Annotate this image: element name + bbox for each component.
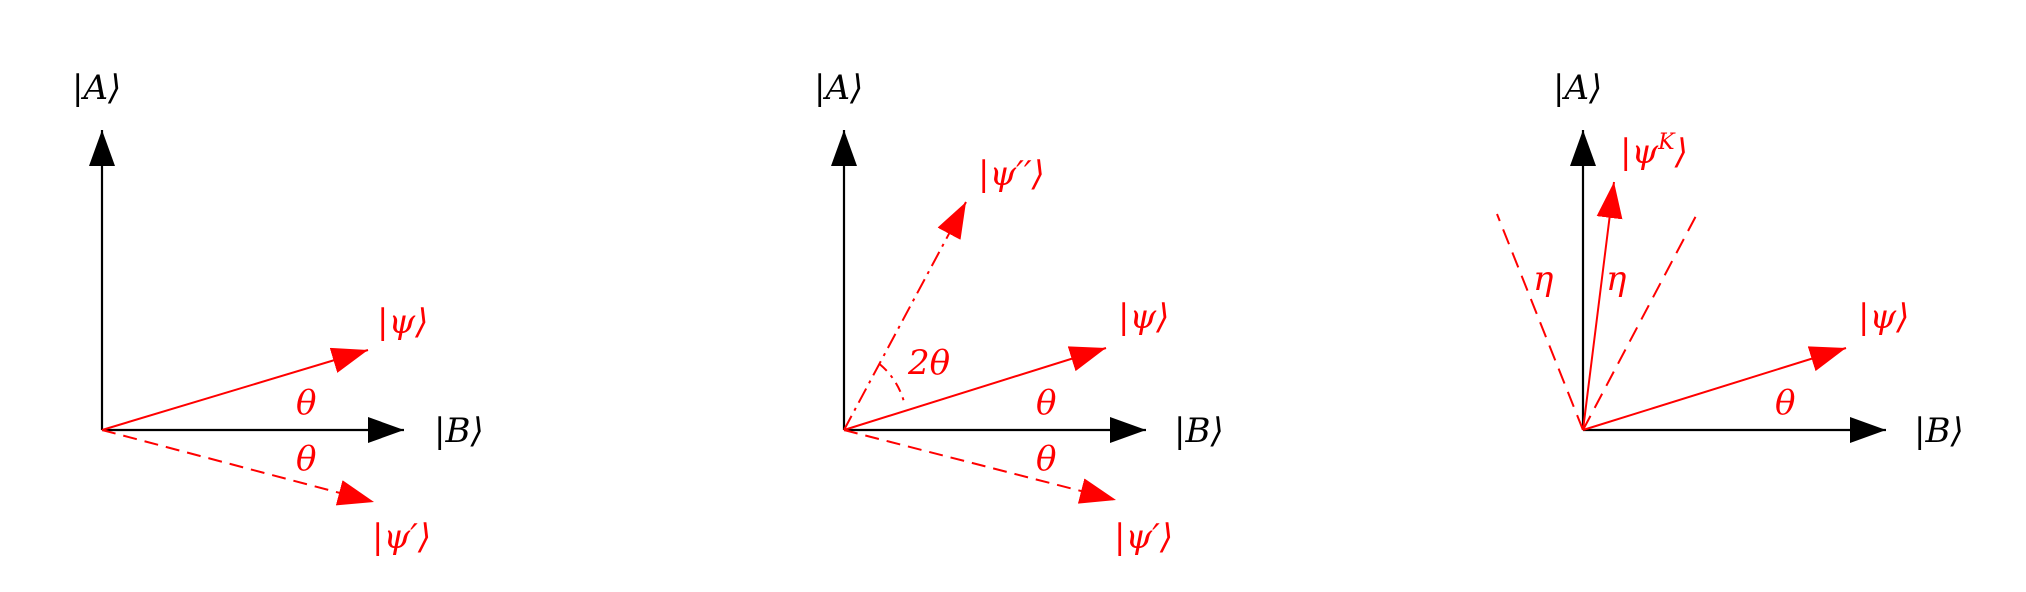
psi-double-prime-vector	[843, 201, 967, 431]
axis-b-label: |B⟩	[1174, 411, 1224, 451]
psi-vector	[843, 346, 1107, 431]
two-theta-label: 2θ	[907, 343, 950, 383]
psi-label: |ψ⟩	[1858, 297, 1909, 337]
psi-label: |ψ⟩	[1118, 297, 1169, 337]
theta-lower-label: θ	[296, 439, 316, 479]
eta-right-boundary	[1582, 213, 1698, 431]
psi-double-prime-label: |ψ′′⟩	[978, 154, 1045, 194]
psi-prime-label: |ψ′⟩	[1114, 517, 1173, 557]
panel-1: |A⟩ |B⟩ |ψ⟩ |ψ′⟩ θ θ	[72, 68, 484, 557]
theta-lower-label: θ	[1036, 439, 1056, 479]
panel-2: |A⟩ |B⟩ |ψ⟩ |ψ′⟩ |ψ′′⟩ 2θ θ θ	[814, 68, 1224, 557]
panel-3: |A⟩ |B⟩ |ψ⟩ |ψK⟩ η η θ	[1496, 68, 1964, 451]
axis-b-label: |B⟩	[434, 411, 484, 451]
axis-a-label: |A⟩	[814, 68, 863, 108]
psi-label: |ψ⟩	[377, 302, 428, 342]
psi-prime-vector	[101, 429, 375, 506]
theta-upper-label: θ	[1036, 383, 1056, 423]
theta-upper-label: θ	[296, 383, 316, 423]
axis-b-label: |B⟩	[1914, 411, 1964, 451]
axis-a-label: |A⟩	[72, 68, 121, 108]
psi-prime-label: |ψ′⟩	[372, 517, 431, 557]
psi-k-vector	[1582, 181, 1623, 431]
eta-left-label: η	[1533, 259, 1554, 299]
psi-prime-vector	[843, 429, 1117, 504]
psi-k-label: |ψK⟩	[1620, 130, 1688, 172]
axis-a-label: |A⟩	[1553, 68, 1602, 108]
eta-left-boundary	[1496, 213, 1584, 431]
psi-vector	[1582, 346, 1847, 431]
psi-vector	[101, 347, 369, 431]
two-theta-arc	[878, 363, 906, 407]
theta-upper-label: θ	[1775, 383, 1795, 423]
eta-right-label: η	[1606, 259, 1627, 299]
